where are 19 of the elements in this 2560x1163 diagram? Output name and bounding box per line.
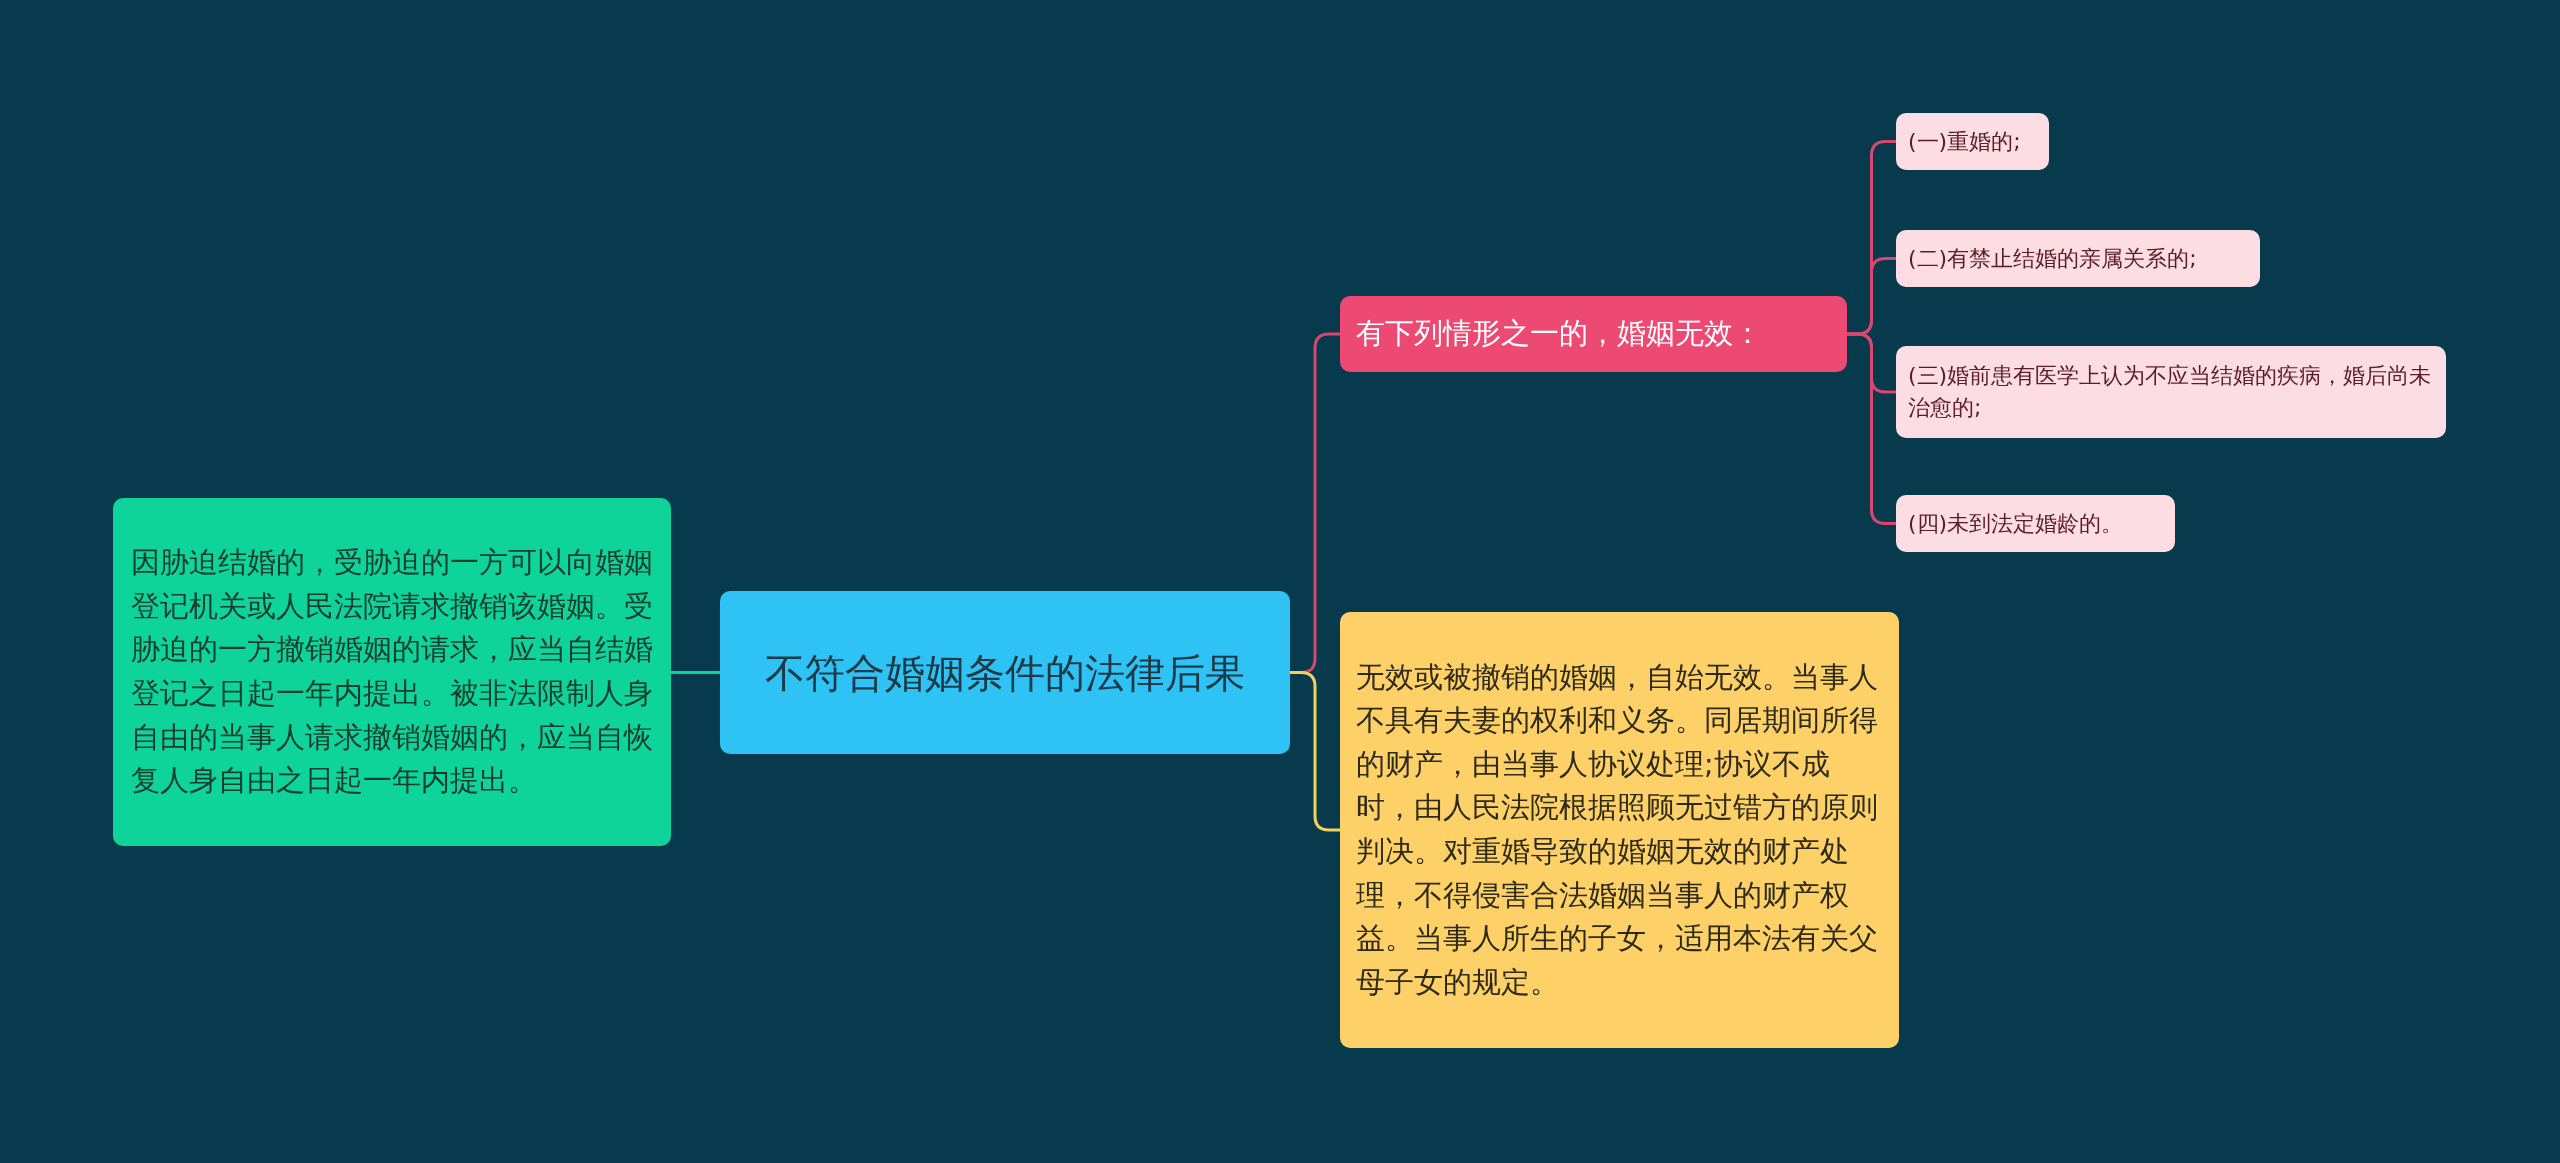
connector-line bbox=[1847, 332, 1896, 525]
connector-line bbox=[671, 671, 720, 674]
topic-box bbox=[113, 498, 671, 846]
topic-box bbox=[1340, 612, 1899, 1048]
topic-text: (二)有禁止结婚的亲属关系的; bbox=[1908, 244, 2197, 273]
topic-text: 无效或被撤销的婚姻，自始无效。当事人不具有夫妻的权利和义务。同居期间所得的财产，由当事人协议处理;协议不成时，由人民法院根据照顾无过错方的原则判决。对重婚导致的婚姻无效的财产处理，不得侵害合法婚姻当事人的财产权益。当事人所生的子女，适用本法有关父母子女的规定。 bbox=[1356, 659, 1879, 1001]
topic-text: 因胁迫结婚的，受胁迫的一方可以向婚姻登记机关或人民法院请求撤销该婚姻。受胁迫的一方撤销婚姻的请求，应当自结婚登记之日起一年内提出。被非法限制人身自由的当事人请求撤销婚姻的，应当自恢复人身自由之日起一年内提出。 bbox=[131, 545, 653, 800]
subtopic-box bbox=[1896, 113, 2049, 170]
subtopic-box bbox=[1896, 346, 2446, 438]
topic-box bbox=[1340, 296, 1847, 372]
subtopic-box bbox=[1896, 495, 2175, 552]
subtopic-box bbox=[1896, 230, 2260, 287]
topic-text: (三)婚前患有医学上认为不应当结婚的疾病，婚后尚未治愈的; bbox=[1908, 362, 2433, 422]
central-topic-box bbox=[720, 591, 1290, 754]
topic-text: (一)重婚的; bbox=[1908, 127, 2021, 156]
topic-text: 有下列情形之一的，婚姻无效： bbox=[1356, 315, 1762, 353]
topic-text: 不符合婚姻条件的法律后果 bbox=[765, 648, 1245, 698]
connector-line bbox=[1290, 671, 1340, 832]
topic-text: (四)未到法定婚龄的。 bbox=[1908, 509, 2124, 538]
